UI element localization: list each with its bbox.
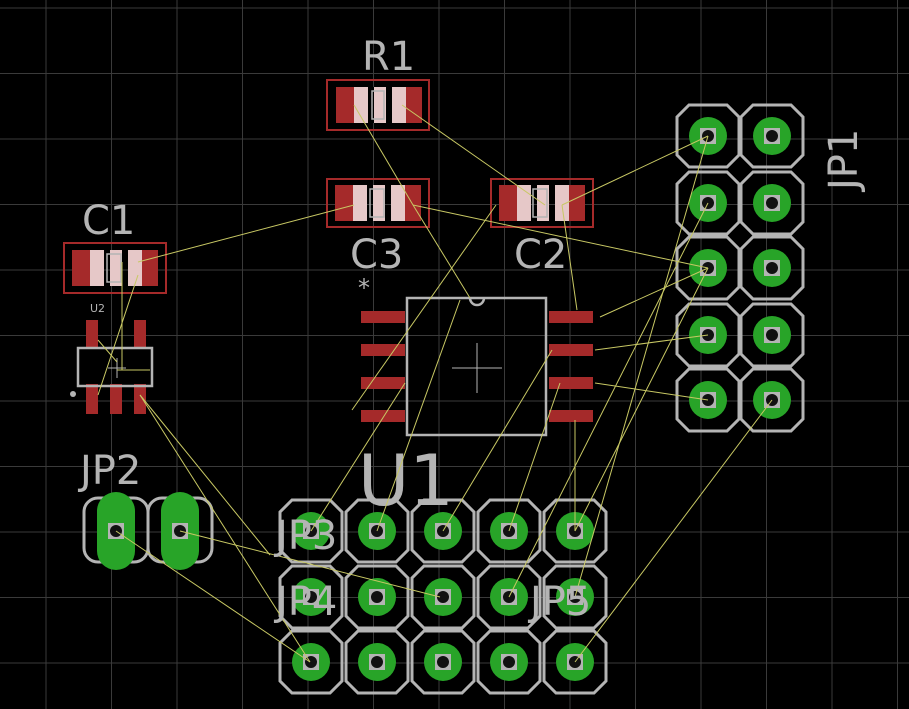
label-jp2: JP2 xyxy=(77,448,141,494)
u1-pad-left-2[interactable] xyxy=(361,344,405,356)
label-c2: C2 xyxy=(514,232,567,278)
jp1-pin-8[interactable] xyxy=(739,302,805,368)
jp1-pin-4[interactable] xyxy=(739,170,805,236)
header-pad-r3c1[interactable] xyxy=(278,629,344,695)
label-c3: C3 xyxy=(350,232,403,278)
header-pad-r3c3[interactable] xyxy=(410,629,476,695)
u1-pad-left-1[interactable] xyxy=(361,311,405,323)
label-jp4: JP4 xyxy=(273,579,337,625)
label-r1: R1 xyxy=(362,34,415,80)
u1-pad-right-2[interactable] xyxy=(549,344,593,356)
u1-pad-right-3[interactable] xyxy=(549,377,593,389)
airwires xyxy=(97,104,773,663)
label-jp5: JP5 xyxy=(527,579,591,625)
u1-pad-right-4[interactable] xyxy=(549,410,593,422)
label-jp1: JP1 xyxy=(821,129,867,193)
component-c2[interactable]: C2 xyxy=(490,178,594,278)
component-c3[interactable]: C3 xyxy=(326,178,430,278)
pin1-marker: * xyxy=(358,274,370,302)
label-c1: C1 xyxy=(82,198,135,244)
jp1-pin-2[interactable] xyxy=(739,103,805,169)
label-u2: U2 xyxy=(90,302,105,315)
component-u1[interactable]: * U1 xyxy=(358,274,593,522)
header-pad-r2c3[interactable] xyxy=(410,564,476,630)
header-pad-r3c2[interactable] xyxy=(344,629,410,695)
component-c1[interactable]: C1 xyxy=(63,198,167,294)
u1-pad-left-3[interactable] xyxy=(361,377,405,389)
component-r1[interactable]: R1 xyxy=(326,34,430,131)
u1-pad-right-1[interactable] xyxy=(549,311,593,323)
u1-pad-left-4[interactable] xyxy=(361,410,405,422)
label-jp3: JP3 xyxy=(273,513,337,559)
header-pad-r3c4[interactable] xyxy=(476,629,542,695)
component-u2[interactable]: U2 xyxy=(70,302,154,414)
header-pad-r2c2[interactable] xyxy=(344,564,410,630)
